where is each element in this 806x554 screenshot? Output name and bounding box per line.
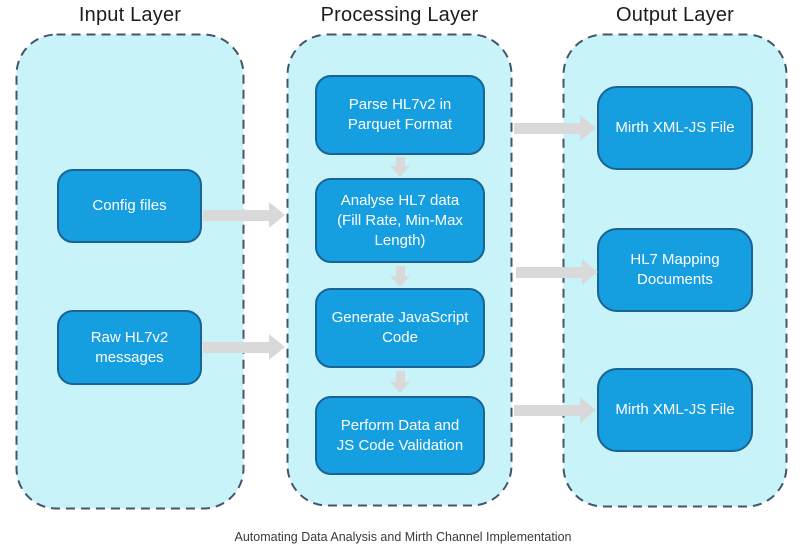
arrow-generate-to-perform-icon bbox=[390, 371, 410, 393]
arrow-shaft bbox=[395, 157, 405, 166]
arrow-shaft bbox=[514, 404, 580, 416]
node-generate-javascript-code: Generate JavaScript Code bbox=[315, 288, 485, 368]
arrow-shaft bbox=[395, 371, 405, 382]
arrow-processing-to-mapping-icon bbox=[516, 259, 598, 285]
arrow-head bbox=[390, 382, 410, 393]
arrow-shaft bbox=[203, 209, 269, 221]
node-raw-hl7v2-messages: Raw HL7v2 messages bbox=[57, 310, 202, 385]
arrow-head bbox=[390, 276, 410, 287]
arrow-head bbox=[580, 115, 596, 141]
arrow-analyse-to-generate-icon bbox=[390, 266, 410, 287]
arrow-head bbox=[269, 334, 285, 360]
arrow-processing-to-mirth-top-icon bbox=[514, 115, 596, 141]
arrow-raw-to-processing-icon bbox=[203, 334, 285, 360]
arrow-shaft bbox=[203, 341, 269, 353]
node-hl7-mapping-documents: HL7 Mapping Documents bbox=[597, 228, 753, 312]
node-config-files: Config files bbox=[57, 169, 202, 243]
output-layer-title: Output Layer bbox=[615, 4, 735, 26]
arrow-head bbox=[582, 259, 598, 285]
input-layer-container bbox=[15, 33, 245, 510]
node-perform-validation: Perform Data and JS Code Validation bbox=[315, 396, 485, 475]
node-mirth-xml-js-file-bottom: Mirth XML-JS File bbox=[597, 368, 753, 452]
arrow-head bbox=[390, 166, 410, 177]
node-mirth-xml-js-file-top: Mirth XML-JS File bbox=[597, 86, 753, 170]
arrow-parse-to-analyse-icon bbox=[390, 157, 410, 177]
diagram-caption: Automating Data Analysis and Mirth Chann… bbox=[234, 530, 572, 544]
processing-layer-title: Processing Layer bbox=[320, 4, 479, 26]
arrow-head bbox=[580, 397, 596, 423]
arrow-shaft bbox=[516, 266, 582, 278]
input-layer-title: Input Layer bbox=[78, 4, 182, 26]
arrow-processing-to-mirth-bottom-icon bbox=[514, 397, 596, 423]
node-parse-hl7v2-parquet: Parse HL7v2 in Parquet Format bbox=[315, 75, 485, 155]
arrow-shaft bbox=[395, 266, 405, 276]
node-analyse-hl7-data: Analyse HL7 data (Fill Rate, Min-Max Len… bbox=[315, 178, 485, 263]
arrow-shaft bbox=[514, 122, 580, 134]
arrow-head bbox=[269, 202, 285, 228]
arrow-config-to-processing-icon bbox=[203, 202, 285, 228]
